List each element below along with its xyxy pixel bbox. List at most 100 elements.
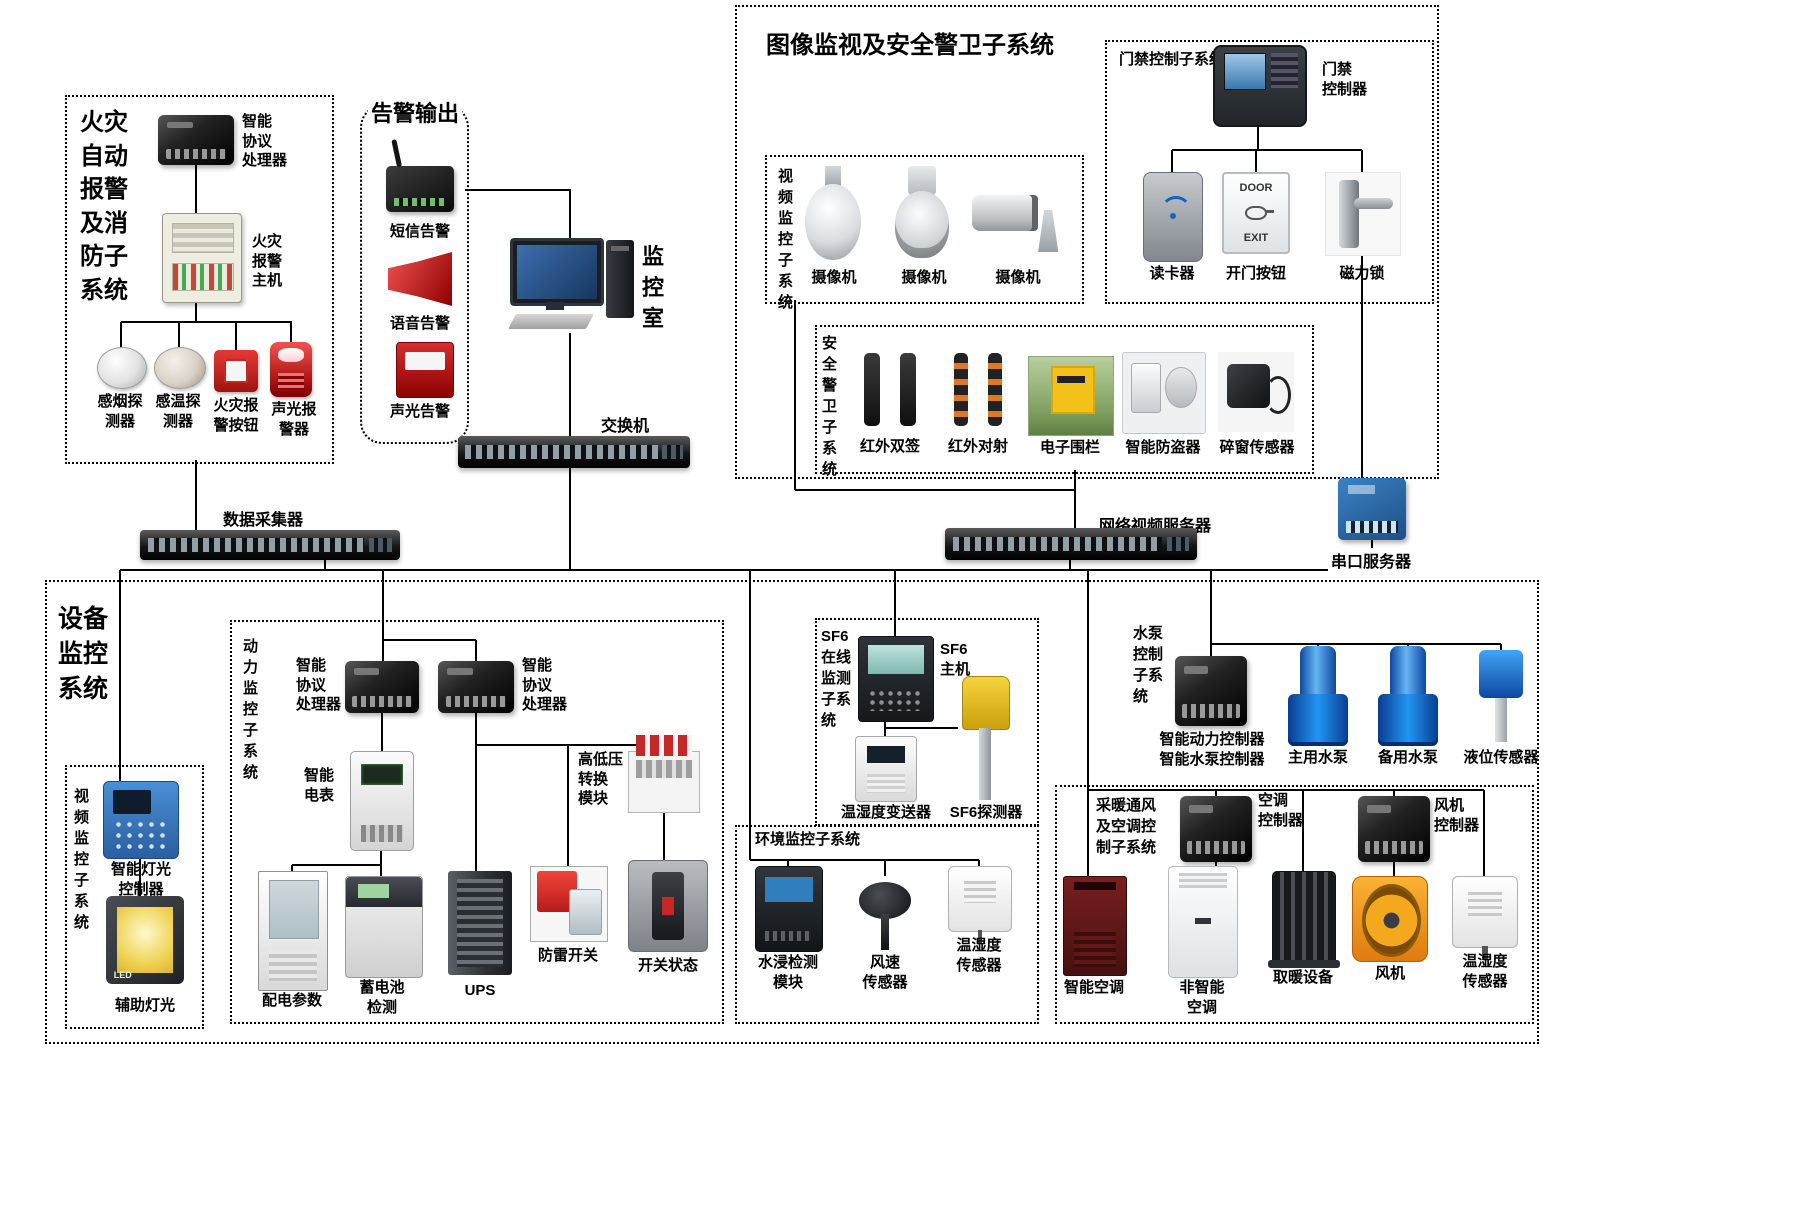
ir-dual-detector-device	[858, 350, 922, 434]
battery-tester-label: 蓄电池 检测	[359, 979, 405, 1016]
fan-controller-device	[1358, 796, 1430, 862]
ac-controller-device	[1180, 796, 1252, 862]
security-guard-box	[815, 325, 1314, 474]
ir-beam-device	[948, 350, 1008, 434]
exit-button-label: 开门按钮	[1225, 265, 1286, 282]
security-guard-title: 安全警卫子系统	[822, 335, 838, 478]
env-th-sensor-device	[948, 866, 1012, 943]
sound-light-alarm-device	[396, 342, 454, 398]
power-monitoring-box	[230, 620, 724, 1024]
door-text: DOOR	[1239, 182, 1273, 194]
th-transmitter-label: 温湿度变送器	[840, 804, 931, 821]
monitoring-workstation-device	[508, 238, 636, 333]
access-control-box	[1105, 40, 1434, 304]
connector-line	[465, 189, 571, 238]
hvac-th-sensor-device	[1452, 876, 1518, 960]
monitor-stand	[546, 302, 564, 310]
bullet-camera-device	[970, 182, 1062, 252]
smart-ac-label: 智能空调	[1063, 979, 1124, 996]
water-leak-module-label: 水浸检测 模块	[757, 954, 818, 991]
temp-detector-device	[154, 347, 206, 389]
sms-alarm-label: 短信告警	[389, 223, 450, 240]
heater-device	[1268, 871, 1340, 968]
access-controller-label: 门禁 控制器	[1322, 61, 1368, 98]
glass-break-sensor-device	[1218, 352, 1294, 432]
distribution-cabinet-device	[258, 871, 328, 991]
hvac-control-title: 采暖通风及空调控制子系统	[1096, 797, 1157, 856]
dome-camera-device	[800, 166, 866, 264]
exit-button-device: DOOR EXIT	[1222, 172, 1290, 254]
network-video-server-device	[945, 528, 1197, 560]
backup-pump-label: 备用水泵	[1377, 749, 1438, 766]
hv-conversion-module-label: 高低压 转换 模块	[578, 751, 624, 807]
card-reader-device	[1143, 172, 1203, 262]
environment-monitoring-box	[735, 825, 1039, 1024]
fire-sounder-device	[270, 342, 312, 397]
video-surveillance-title: 视频监控子系统	[778, 168, 794, 311]
heater-label: 取暖设备	[1272, 969, 1333, 986]
level-sensor-device	[1472, 650, 1530, 742]
electric-fence-device	[1028, 356, 1114, 436]
fire-protocol-processor-device	[158, 115, 234, 165]
voice-alarm-label: 语音告警	[389, 315, 450, 332]
aux-light-device: LED	[106, 896, 184, 984]
environment-monitoring-title: 环境监控子系统	[752, 828, 864, 849]
main-pump-device	[1285, 646, 1351, 746]
fire-system-box	[65, 95, 334, 464]
ptz-camera-device	[886, 166, 958, 264]
access-control-title: 门禁控制子系统	[1116, 48, 1228, 69]
smart-meter-label: 智能 电表	[304, 767, 335, 804]
equip-video-sub-title: 视频监控子系统	[74, 788, 90, 931]
monitor-screen	[510, 238, 604, 306]
fire-sounder-label: 声光报 警器	[271, 401, 317, 438]
electric-fence-label: 电子围栏	[1039, 439, 1100, 456]
wind-sensor-device	[852, 876, 918, 950]
main-pump-label: 主用水泵	[1287, 749, 1348, 766]
fan-label: 风机	[1374, 965, 1405, 982]
fire-system-title: 火灾自动报警及消防子系统	[80, 109, 128, 304]
image-security-system-box	[735, 5, 1439, 479]
hv-conversion-module-device	[628, 735, 700, 813]
key-icon	[1245, 206, 1274, 220]
pump-controller-label: 智能动力控制器 智能水泵控制器	[1159, 731, 1265, 768]
ac-controller-label: 空调 控制器	[1258, 792, 1304, 829]
power-protocol-processor-1-device	[345, 661, 419, 713]
smoke-detector-label: 感烟探 测器	[97, 393, 143, 430]
sms-alarm-device	[386, 166, 454, 212]
power-monitoring-title: 动力监控子系统	[243, 638, 259, 781]
smart-ac-device	[1063, 876, 1127, 976]
power-protocol-processor-1-label: 智能 协议 处理器	[296, 657, 342, 713]
level-sensor-label: 液位传感器	[1463, 749, 1539, 766]
card-reader-label: 读卡器	[1149, 265, 1195, 282]
equipment-monitoring-title: 设备监控系统	[58, 605, 109, 703]
exit-text: EXIT	[1243, 232, 1269, 244]
magnetic-lock-device	[1325, 172, 1401, 256]
sf6-monitoring-title: SF6在线监测子系统	[821, 628, 852, 729]
fire-call-point-label: 火灾报 警按钮	[213, 397, 259, 434]
dome-camera-label: 摄像机	[811, 269, 857, 286]
smart-light-controller-label: 智能灯光 控制器	[110, 861, 171, 898]
fire-alarm-host-device	[162, 213, 242, 303]
surge-protector-device	[530, 866, 608, 942]
smart-meter-device	[350, 751, 414, 851]
equipment-monitoring-box	[45, 580, 1539, 1044]
fan-device	[1352, 876, 1428, 962]
access-controller-device	[1213, 45, 1307, 127]
fire-alarm-host-label: 火灾 报警 主机	[252, 233, 283, 289]
env-th-sensor-label: 温湿度 传感器	[956, 937, 1002, 974]
smoke-detector-device	[97, 347, 147, 389]
serial-server-device	[1338, 478, 1406, 540]
magnetic-lock-label: 磁力锁	[1339, 265, 1385, 282]
video-surveillance-box	[765, 155, 1084, 304]
monitoring-room-title: 监控室	[642, 244, 665, 331]
th-transmitter-device	[855, 736, 917, 802]
aux-light-label: 辅助灯光	[114, 997, 175, 1014]
water-leak-module-device	[755, 866, 823, 952]
backup-pump-device	[1375, 646, 1441, 746]
ir-dual-detector-label: 红外双签	[859, 438, 920, 455]
breaker-status-device	[628, 860, 708, 952]
sf6-detector-label: SF6探测器	[949, 804, 1023, 821]
equip-video-sub-box	[65, 765, 204, 1029]
plain-ac-device	[1168, 866, 1238, 978]
